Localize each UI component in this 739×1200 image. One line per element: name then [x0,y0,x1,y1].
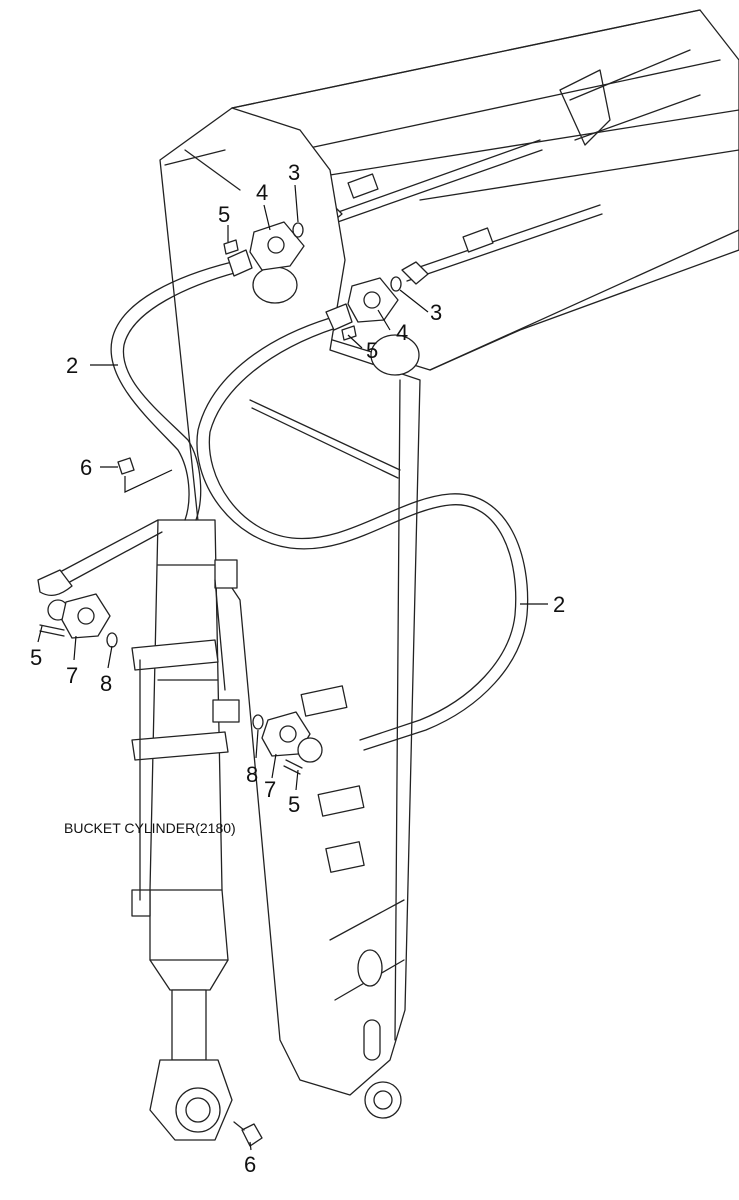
callout-5-upper: 5 [218,202,230,227]
arm [159,107,421,1119]
bucket-cylinder [131,519,240,1141]
callout-5-lower-left: 5 [30,645,42,670]
callout-2-right: 2 [553,592,565,617]
callout-8-left: 8 [100,671,112,696]
callout-2-left: 2 [66,353,78,378]
callout-4-right: 4 [396,320,408,345]
hose-left [110,261,239,521]
hose-right [196,317,529,751]
grease-nipple-upper [117,457,135,475]
fitting-lower-right [252,711,323,775]
callout-7-left: 7 [66,663,78,688]
callout-3-right: 3 [430,300,442,325]
callout-3-upper: 3 [288,160,300,185]
boom [231,9,739,371]
fitting-upper-right [325,276,402,341]
hose-lower-left [37,519,163,597]
fitting-upper-left [223,221,305,277]
callout-8-right: 8 [246,762,258,787]
callout-7-right: 7 [264,777,276,802]
callout-5-lower-right: 5 [288,792,300,817]
callout-4-upper: 4 [256,180,268,205]
callouts: 3 4 5 3 4 5 2 6 2 5 7 8 8 7 5 6 [30,160,565,1177]
leader-lines [37,184,548,1151]
callout-6-lower: 6 [244,1152,256,1177]
fitting-lower-left [39,593,118,648]
grease-nipple-lower [233,1121,263,1147]
callout-5-right: 5 [366,338,378,363]
bucket-cylinder-caption: BUCKET CYLINDER(2180) [64,820,236,836]
callout-6-upper: 6 [80,455,92,480]
